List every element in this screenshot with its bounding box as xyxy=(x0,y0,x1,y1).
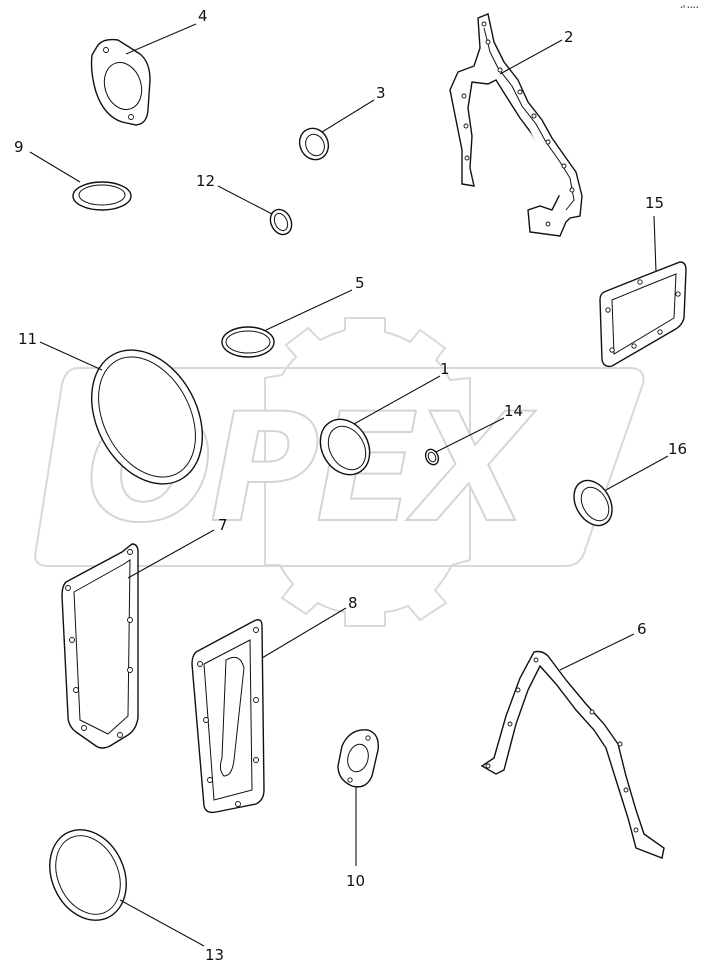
callout-9: 9 xyxy=(14,138,24,156)
leader-5 xyxy=(265,289,353,331)
watermark-gear xyxy=(264,317,471,627)
part-15-cover-gasket xyxy=(599,261,687,368)
corner-code: •º •••• xyxy=(680,5,699,11)
callout-15: 15 xyxy=(645,194,664,212)
callout-labels: 4 2 3 9 12 15 5 11 1 14 16 7 8 6 10 13 xyxy=(14,7,687,964)
callout-4: 4 xyxy=(198,7,208,25)
part-4-flange-gasket xyxy=(90,38,151,126)
part-14-small-o-ring xyxy=(424,448,440,466)
leader-6 xyxy=(559,633,635,671)
part-5-o-ring xyxy=(221,326,275,358)
callout-8: 8 xyxy=(348,594,358,612)
leader-2 xyxy=(499,39,563,75)
leader-14 xyxy=(435,417,505,453)
leader-7 xyxy=(127,529,215,579)
leader-4 xyxy=(125,23,197,55)
callout-6: 6 xyxy=(637,620,647,638)
part-6-arch-gasket xyxy=(480,650,665,859)
part-2-cover-gasket xyxy=(449,13,583,237)
callout-16: 16 xyxy=(668,440,687,458)
callout-7: 7 xyxy=(218,516,228,534)
callout-1: 1 xyxy=(440,360,450,378)
leader-lines xyxy=(29,23,669,947)
leader-9 xyxy=(29,151,81,183)
callout-14: 14 xyxy=(504,402,523,420)
leader-15 xyxy=(653,215,657,273)
callout-3: 3 xyxy=(376,84,386,102)
callout-13: 13 xyxy=(205,946,224,964)
part-11-large-seal-ring xyxy=(90,349,204,485)
part-1-oil-seal xyxy=(319,418,371,476)
leader-3 xyxy=(321,99,375,133)
leader-16 xyxy=(605,455,669,491)
leader-11 xyxy=(39,341,103,371)
callout-10: 10 xyxy=(346,872,365,890)
callout-2: 2 xyxy=(564,28,574,46)
leader-12 xyxy=(217,185,273,215)
part-8-plate-gasket xyxy=(191,619,265,814)
part-12-o-ring xyxy=(269,208,293,236)
leader-13 xyxy=(119,899,205,947)
leader-8 xyxy=(261,607,347,659)
leader-1 xyxy=(353,375,441,425)
part-13-large-seal-ring xyxy=(49,829,127,921)
callout-12: 12 xyxy=(196,172,215,190)
part-9-seal-ring xyxy=(72,181,132,211)
part-10-flange-gasket xyxy=(337,729,379,788)
callout-5: 5 xyxy=(355,274,365,292)
watermark-panel xyxy=(34,367,645,567)
part-7-plate-gasket xyxy=(61,543,139,749)
callout-11: 11 xyxy=(18,330,37,348)
part-3-seal xyxy=(298,127,330,161)
part-16-oil-seal xyxy=(573,479,613,527)
